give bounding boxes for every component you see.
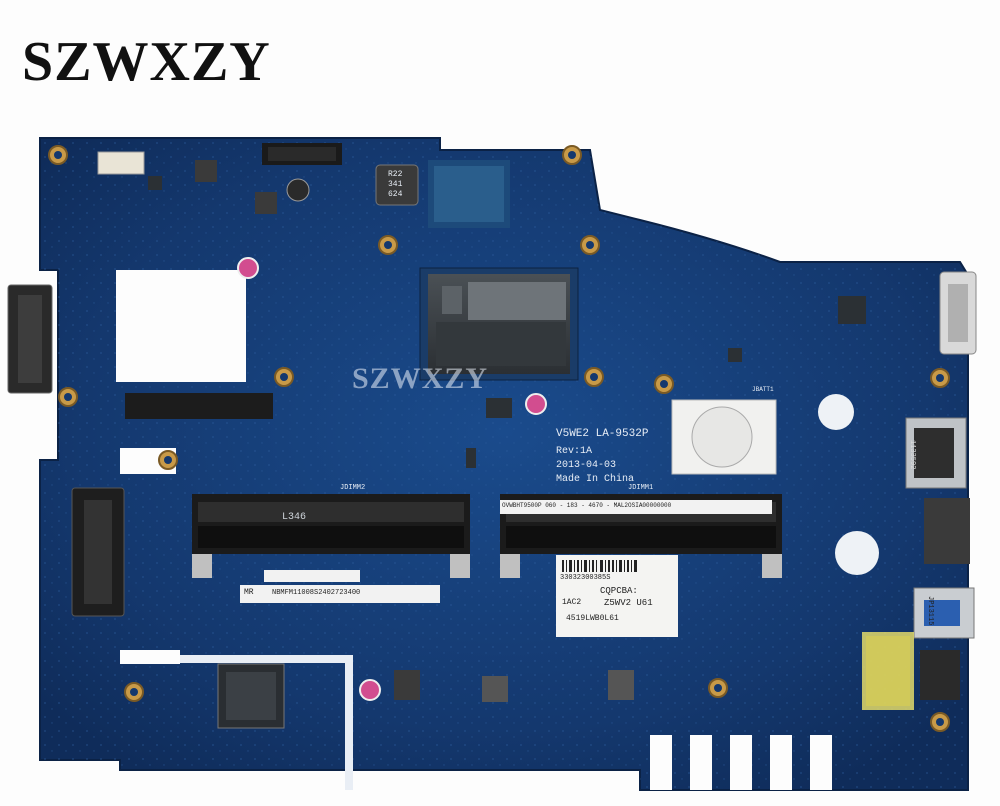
sticker-code2: 1AC2 [562, 598, 582, 607]
board-origin: Made In China [556, 474, 635, 485]
serial-left: NBMFM11008S2402723400 [272, 589, 361, 597]
serial-strip-right [500, 500, 772, 514]
inductor-marking: R22 341 624 [388, 170, 403, 199]
sticker-barcode-text: 33032300385S [560, 574, 611, 582]
ram-slot-left [192, 494, 470, 578]
edge-notches [650, 735, 832, 790]
serial-right: OVWBHT9500P 060 - 183 - 4670 - MAL2OSIA0… [502, 502, 672, 509]
sticker-code4: 4519LWB0L61 [566, 614, 619, 623]
dimm-left-label: JDIMM2 [340, 484, 366, 492]
board-model: V5WE2 LA-9532P [556, 428, 649, 440]
ram-label: L346 [282, 512, 307, 523]
hdmi-port [924, 498, 970, 564]
dimm-right-label: JDIMM1 [628, 484, 654, 492]
sticker-code3: Z5WV2 U61 [604, 598, 653, 608]
board-revision: Rev:1A [556, 446, 593, 457]
inductors [195, 160, 634, 702]
capacitors [237, 178, 547, 701]
usb-marking: JP13115 [926, 596, 934, 626]
barcode [562, 560, 637, 572]
sticker-code1: CQPCBA: [600, 586, 638, 596]
serial-strip-left [240, 585, 440, 603]
jbatt-label: JBATT1 [752, 386, 774, 393]
center-watermark: SZWXZY [352, 362, 489, 395]
small-tag [264, 570, 360, 582]
mr-label: MR [244, 588, 254, 597]
board-date: 2013-04-03 [556, 460, 617, 471]
ethernet-marking: 1133592 [908, 440, 916, 470]
fan-connector [97, 151, 145, 175]
round-pad [818, 394, 854, 430]
board-cutout [116, 270, 246, 382]
audio-jack [920, 650, 960, 700]
brand-watermark: SZWXZY [22, 31, 271, 93]
msata-slot [125, 393, 273, 419]
